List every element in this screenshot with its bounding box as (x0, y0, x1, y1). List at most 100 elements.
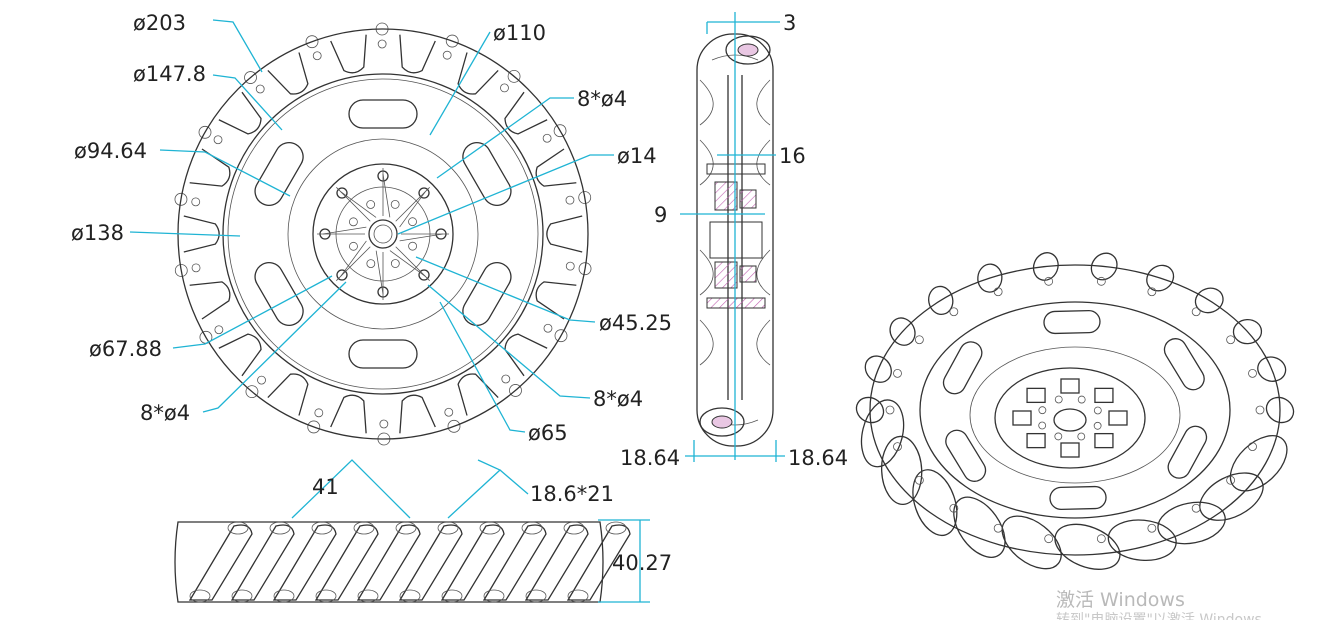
web-diagonal (375, 250, 384, 295)
roller-loop (189, 148, 231, 187)
roller-loop (330, 394, 367, 434)
roller-mount (553, 124, 567, 138)
inner-rim (222, 73, 544, 395)
dim-d147-8: ø147.8 (133, 62, 206, 86)
dim-d67-88: ø67.88 (89, 337, 162, 361)
roller-loop (267, 373, 309, 416)
bolt-hole (336, 269, 348, 281)
slanted-roller (356, 524, 421, 601)
iso-roller-bolt (1191, 503, 1201, 513)
hub-plate-bottom (706, 297, 766, 309)
slot (254, 142, 304, 206)
dim-right-half: 18.64 (788, 446, 848, 470)
bolt-hole (418, 187, 430, 199)
iso-hub-ring (969, 346, 1181, 484)
roller-end-top (605, 521, 627, 535)
bolt-hole (418, 269, 430, 281)
iso-roller (864, 355, 892, 383)
roller-mount (174, 192, 188, 206)
roller-mount (244, 71, 257, 84)
dim-left-half: 18.64 (620, 446, 680, 470)
inner-hole (390, 200, 400, 209)
iso-roller (1146, 264, 1175, 292)
web-diagonal (399, 233, 444, 242)
iso-roller-bolt (893, 442, 902, 452)
roller-loop (546, 215, 583, 253)
iso-hub-cell (1094, 432, 1114, 449)
roller-loop (330, 34, 367, 74)
iso-roller (953, 496, 1006, 558)
hub-web (317, 168, 449, 300)
iso-hub-cell (1026, 387, 1046, 404)
roller-bolt (442, 50, 452, 60)
isometric-rollers (855, 252, 1295, 570)
roller-loop (457, 373, 499, 416)
hub-section-3 (714, 261, 738, 289)
iso-hub-hole (1054, 395, 1063, 404)
bottom-view-rollers (188, 521, 631, 603)
roller-loop (399, 34, 436, 74)
dim-hub-width: 16 (779, 144, 806, 168)
iso-roller (912, 469, 958, 537)
roller-end-bottom (399, 589, 421, 603)
hub-flange (312, 163, 454, 305)
iso-roller (1265, 396, 1295, 424)
slanted-roller (272, 524, 337, 601)
iso-roller-bolt (1226, 335, 1236, 345)
iso-hub-hole (1093, 421, 1102, 430)
iso-roller (1257, 356, 1287, 382)
web-diagonal (322, 226, 367, 235)
inner-hole (408, 217, 417, 227)
lightening-slots (254, 99, 512, 369)
roller-end-bottom (483, 589, 505, 603)
iso-roller-bolt (1248, 442, 1257, 452)
isometric-view (855, 252, 1295, 570)
iso-roller-bolt (993, 287, 1003, 297)
iso-roller (1090, 252, 1118, 281)
iso-hub-hole (1077, 395, 1086, 404)
iso-roller-bolt (1226, 475, 1236, 485)
iso-roller-bolt (1147, 287, 1157, 297)
roller-end-top (353, 521, 375, 535)
iso-hub-cell (1012, 410, 1032, 426)
roller-end-bottom (567, 589, 589, 603)
slot (462, 262, 512, 326)
front-view-rollers (174, 22, 592, 446)
iso-roller-bolt (1044, 534, 1054, 544)
iso-roller-bolt (1096, 276, 1106, 286)
iso-roller (1001, 515, 1062, 570)
iso-roller (1232, 318, 1263, 345)
iso-disc (919, 301, 1231, 519)
dim-d203: ø203 (133, 11, 186, 35)
iso-roller-bolt (885, 405, 895, 415)
roller-end-top (563, 521, 585, 535)
roller-mount (305, 35, 319, 49)
inner-hole (366, 200, 376, 209)
inner-hole (349, 217, 358, 227)
dim-holes-right-bottom: 8*ø4 (593, 387, 643, 411)
iso-roller-bolt (949, 307, 959, 317)
outer-rim (177, 28, 589, 440)
slanted-roller (314, 524, 379, 601)
roller-end-top (437, 521, 459, 535)
iso-hub-cell (1108, 410, 1128, 426)
dim-d110: ø110 (493, 21, 546, 45)
iso-hub-cell (1026, 432, 1046, 449)
roller-mount (578, 262, 592, 276)
hub-ring (287, 138, 479, 330)
roller-loop (218, 91, 262, 135)
iso-roller-bolt (1096, 534, 1106, 544)
roller-bolt (565, 261, 575, 271)
iso-hub-cells (1012, 378, 1128, 458)
side-bottom-roller (699, 407, 745, 437)
roller-end-bottom (231, 589, 253, 603)
iso-roller (1157, 501, 1226, 545)
slanted-roller (482, 524, 547, 601)
roller-bolt (377, 39, 387, 49)
side-view-leaders (680, 12, 785, 462)
iso-roller (1194, 287, 1224, 314)
roller-mount (509, 384, 522, 397)
bottom-view-leaders (291, 459, 650, 603)
roller-bolt (257, 375, 266, 385)
dim-d14: ø14 (617, 144, 657, 168)
